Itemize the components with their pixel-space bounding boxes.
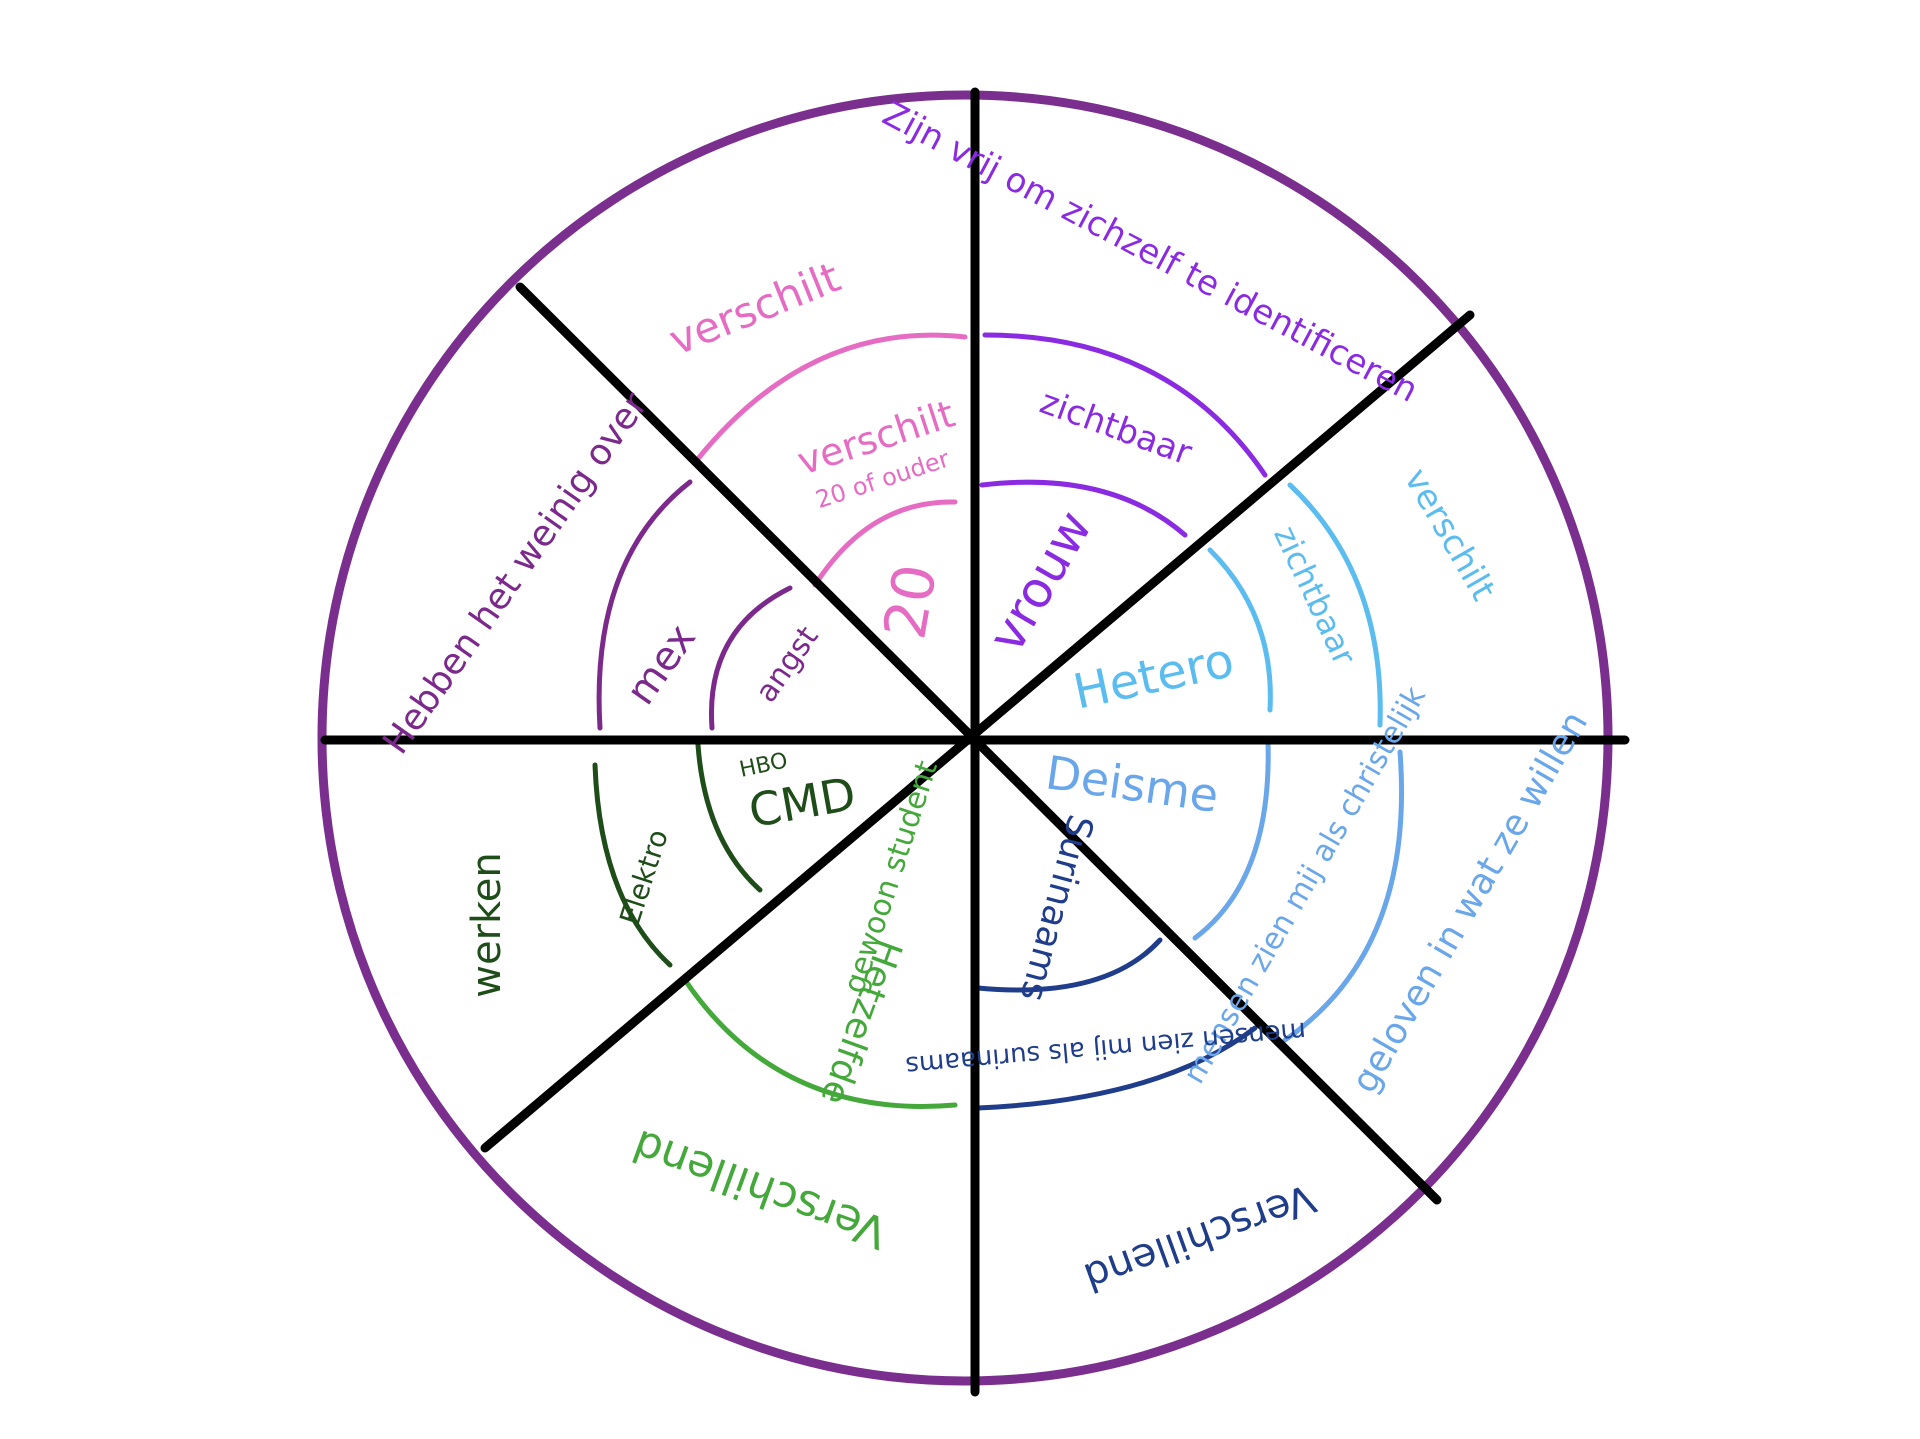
ring-age-middle <box>812 499 958 588</box>
spoke-diagonal-left <box>515 282 1442 1205</box>
ring-health-middle <box>708 585 793 731</box>
ring-socialclass-outer <box>975 1025 1258 1111</box>
ring-health-outer <box>596 479 693 731</box>
spoke-diagonal-right <box>480 310 1475 1153</box>
ring-education-middle <box>695 742 763 893</box>
ring-occupation-outer <box>682 977 958 1109</box>
ring-socialclass-middle <box>975 937 1163 993</box>
label-education-outer: werken <box>464 852 510 997</box>
ring-gender-middle <box>979 479 1188 538</box>
ring-gender-outer <box>982 332 1268 478</box>
label-age-inner: 20 <box>870 559 950 643</box>
ring-sexuality-outer <box>1287 482 1383 728</box>
ring-religion-outer <box>1282 749 1405 1043</box>
ring-age-outer <box>694 332 968 463</box>
ring-religion-middle <box>1192 739 1271 941</box>
ring-sexuality-middle <box>1207 547 1273 713</box>
ring-education-outer <box>592 762 673 968</box>
